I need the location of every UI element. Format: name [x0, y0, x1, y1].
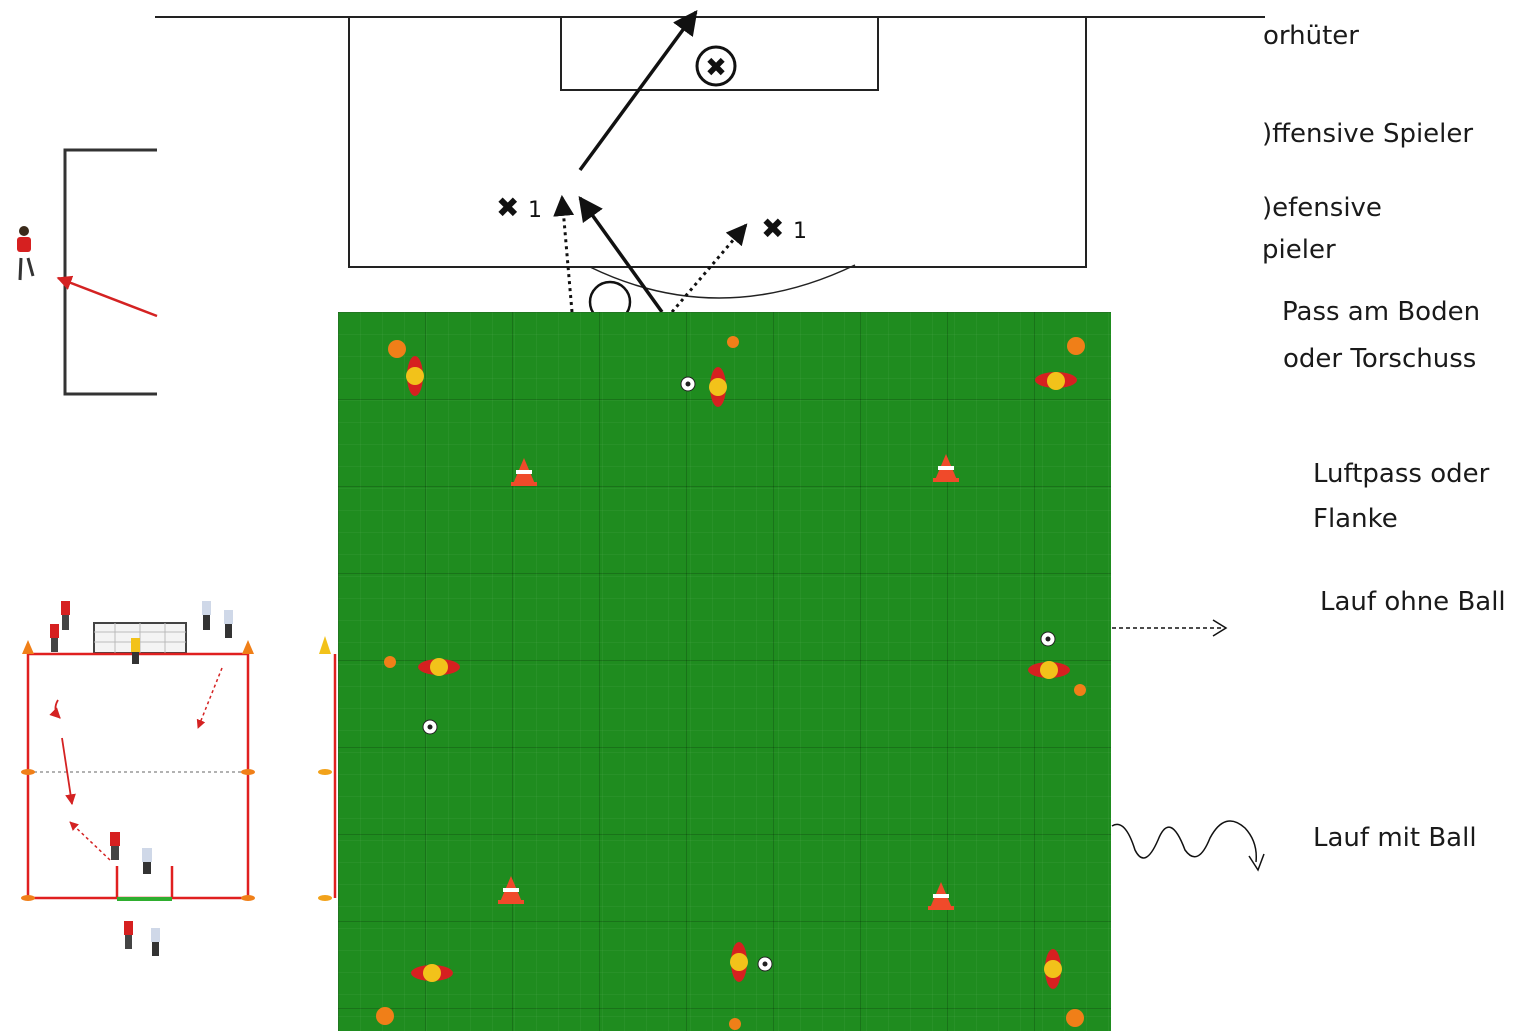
side-goal-frame [65, 150, 157, 394]
legend-air-pass-2: Flanke [1313, 501, 1398, 538]
attacker-marker-left: ✖ [496, 191, 519, 224]
soccer-balls [423, 377, 1055, 971]
legend-defensive-players-1: )efensive [1262, 190, 1382, 227]
legend-run-without-ball: Lauf ohne Ball [1320, 584, 1506, 621]
drill-marker-disc [318, 769, 332, 775]
legend-offensive-players: )ffensive Spieler [1262, 116, 1473, 153]
drill-marker-disc [241, 895, 255, 901]
legend-air-pass-1: Luftpass oder [1313, 456, 1489, 493]
drill-marker-disc [21, 769, 35, 775]
drill-marker-disc [318, 895, 332, 901]
attacker-marker-right: ✖ [761, 212, 784, 245]
legend-goalkeeper: orhüter [1263, 18, 1359, 55]
legend-ground-pass-1: Pass am Boden [1282, 294, 1480, 331]
legend-ground-pass-2: oder Torschuss [1283, 341, 1476, 378]
marker-dots [376, 336, 1086, 1030]
training-field [338, 312, 1111, 1031]
run-with-ball-symbol [1112, 821, 1256, 862]
drill-cone [22, 640, 34, 654]
drill-cone [319, 636, 331, 654]
goalkeeper-x: ✖ [705, 53, 727, 83]
attacker-number-left: 1 [528, 198, 542, 223]
drill-pass-arrow [70, 822, 110, 860]
attacker-number-right: 1 [793, 219, 807, 244]
traffic-cones [498, 454, 959, 910]
side-pass-arrow [58, 278, 157, 316]
drill-pass-arrow [198, 668, 222, 728]
field-elements [338, 312, 1111, 1031]
run-arrow-right [672, 225, 746, 312]
legend-run-with-ball: Lauf mit Ball [1313, 820, 1477, 857]
legend-defensive-players-2: pieler [1262, 232, 1336, 269]
drill-field-border [28, 654, 248, 898]
drill-marker-disc [21, 895, 35, 901]
drill-dribble-arrow [55, 700, 60, 718]
drill-cone [242, 640, 254, 654]
player-icon [17, 226, 33, 280]
drill-run-arrow [62, 738, 72, 804]
run-arrow-left [562, 197, 572, 312]
drill-marker-disc [241, 769, 255, 775]
